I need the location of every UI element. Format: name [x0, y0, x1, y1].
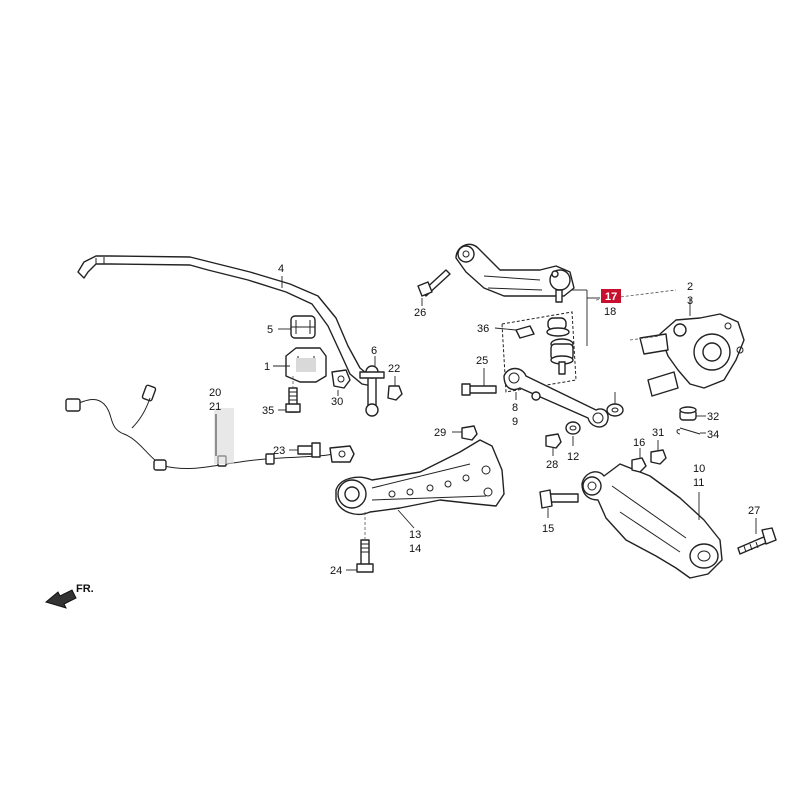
hub-cap-32[interactable]	[679, 406, 697, 421]
callout-20[interactable]: 20	[209, 387, 221, 399]
callout-29[interactable]: 29	[434, 427, 446, 439]
nut-22[interactable]	[387, 385, 403, 401]
callout-17[interactable]: 17	[605, 291, 617, 303]
callout-24[interactable]: 24	[330, 565, 342, 577]
washer-12[interactable]	[565, 421, 581, 435]
bolt-23[interactable]	[297, 442, 321, 458]
callout-36[interactable]: 36	[477, 323, 489, 335]
trailing-arm[interactable]	[335, 439, 505, 516]
callout-9[interactable]: 9	[512, 416, 518, 428]
ball-joint-kit[interactable]	[501, 311, 577, 393]
bolt-35[interactable]	[285, 387, 301, 413]
bolt-26[interactable]	[417, 269, 451, 297]
callout-15[interactable]: 15	[542, 523, 554, 535]
front-direction-indicator: FR.	[44, 583, 94, 609]
callout-2[interactable]: 2	[687, 281, 693, 293]
stabilizer-link[interactable]	[359, 365, 385, 417]
speed-sensor-harness[interactable]	[65, 384, 349, 471]
callout-8[interactable]: 8	[512, 402, 518, 414]
bolt-25[interactable]	[461, 383, 497, 396]
callout-11[interactable]: 11	[693, 477, 704, 489]
callout-30[interactable]: 30	[331, 396, 343, 408]
upper-control-arm[interactable]	[455, 243, 575, 303]
callout-32[interactable]: 32	[707, 411, 719, 423]
callout-14[interactable]: 14	[409, 543, 421, 555]
bolt-15[interactable]	[539, 489, 579, 509]
callout-1[interactable]: 1	[264, 361, 270, 373]
callout-18[interactable]: 18	[604, 306, 616, 318]
callout-12[interactable]: 12	[567, 451, 579, 463]
callout-26[interactable]: 26	[414, 307, 426, 319]
callout-34[interactable]: 34	[707, 429, 719, 441]
callout-10[interactable]: 10	[693, 463, 705, 475]
front-indicator-label: FR.	[76, 583, 94, 595]
callout-23[interactable]: 23	[273, 445, 285, 457]
callout-28[interactable]: 28	[546, 459, 558, 471]
lateral-link[interactable]	[503, 367, 609, 428]
callout-5[interactable]: 5	[267, 324, 273, 336]
nut-28[interactable]	[545, 433, 562, 449]
callout-6[interactable]: 6	[371, 345, 377, 357]
bushing-holder[interactable]	[285, 347, 327, 383]
bolt-27[interactable]	[737, 527, 777, 555]
cotter-pin-34[interactable]	[676, 427, 701, 435]
nut-16[interactable]	[631, 457, 647, 473]
callout-22[interactable]: 22	[388, 363, 400, 375]
callout-3[interactable]: 3	[687, 295, 693, 307]
stabilizer-bushing[interactable]	[290, 315, 316, 339]
nut-31[interactable]	[650, 449, 667, 465]
callout-4[interactable]: 4	[278, 263, 284, 275]
lower-control-arm[interactable]	[581, 463, 723, 579]
bolt-24[interactable]	[356, 539, 374, 573]
callout-17-highlight	[601, 289, 621, 303]
callout-25[interactable]: 25	[476, 355, 488, 367]
callout-16[interactable]: 16	[633, 437, 645, 449]
callout-31[interactable]: 31	[652, 427, 664, 439]
callout-35[interactable]: 35	[262, 405, 274, 417]
rear-knuckle[interactable]	[639, 313, 745, 397]
nut-30[interactable]	[331, 369, 351, 389]
callout-27[interactable]: 27	[748, 505, 760, 517]
callout-13[interactable]: 13	[409, 529, 421, 541]
stabilizer-bar[interactable]	[77, 255, 373, 387]
sensor-bracket[interactable]	[329, 445, 355, 463]
nut-29[interactable]	[461, 425, 478, 441]
washer-33[interactable]	[606, 403, 624, 417]
callout-21[interactable]: 21	[209, 401, 221, 413]
